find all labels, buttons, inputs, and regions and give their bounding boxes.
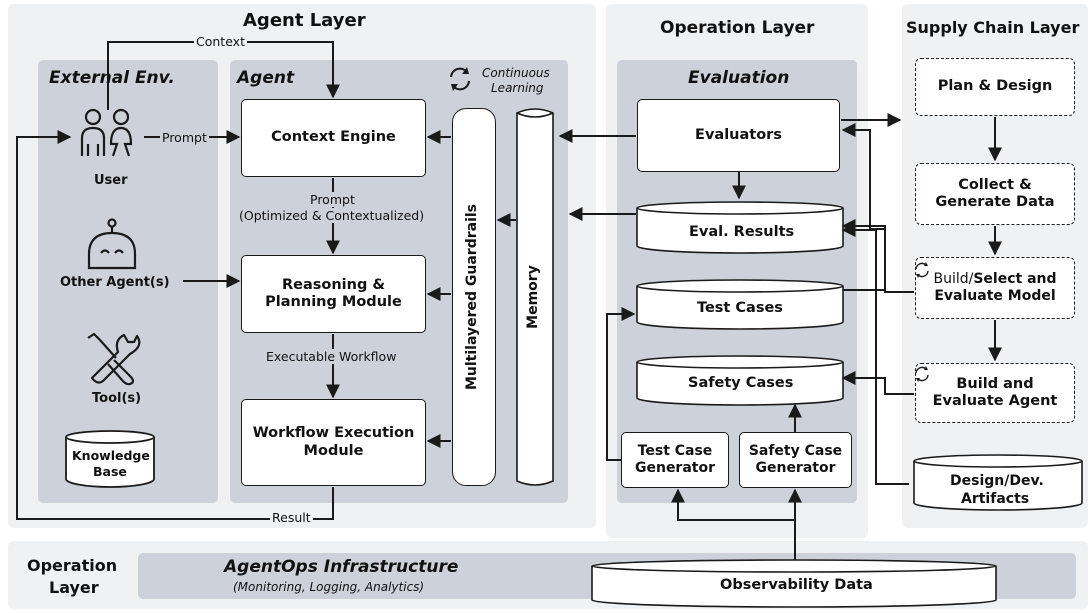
- collect-data-box: Collect & Generate Data: [915, 163, 1075, 225]
- agent-layer-title: Agent Layer: [243, 10, 366, 31]
- test-case-gen-label-1: Test Case: [637, 443, 713, 460]
- evaluators-label: Evaluators: [695, 126, 782, 143]
- operation-layer-bottom-title-1: Operation: [27, 556, 118, 575]
- observability-label: Observability Data: [720, 577, 873, 593]
- safety-cases-label: Safety Cases: [688, 375, 794, 391]
- collect-label-2: Generate Data: [935, 194, 1055, 210]
- cylinders-eval: [636, 201, 844, 406]
- build-select-prefix: Build/: [933, 271, 974, 288]
- build-agent-label-1: Build and: [956, 375, 1034, 392]
- context-engine-label: Context Engine: [271, 129, 396, 146]
- eval-results-label: Eval. Results: [689, 224, 795, 240]
- safety-case-gen-label-2: Generator: [755, 460, 836, 476]
- evaluators-box: Evaluators: [637, 99, 840, 172]
- tools-label: Tool(s): [92, 391, 142, 406]
- build-select-model-box: Build/Select and Evaluate Model: [915, 257, 1075, 319]
- test-case-gen-label-2: Generator: [634, 460, 715, 476]
- user-icon: [80, 108, 133, 157]
- agent-title: Agent: [237, 68, 295, 88]
- plan-design-label: Plan & Design: [937, 78, 1053, 95]
- tools-icon: [87, 332, 141, 386]
- knowledge-base-label-2: Base: [93, 464, 127, 479]
- design-artifacts-label-1: Design/Dev.: [950, 473, 1044, 489]
- supply-chain-layer-title: Supply Chain Layer: [906, 18, 1080, 37]
- result-edge-label: Result: [270, 510, 313, 525]
- refresh-icon-agent: [915, 366, 929, 382]
- infrastructure-subtitle: (Monitoring, Logging, Analytics): [233, 580, 425, 594]
- collect-label-1: Collect &: [958, 176, 1032, 193]
- refresh-icon: [450, 67, 470, 91]
- test-cases-label: Test Cases: [697, 300, 783, 316]
- prompt-optimized-label-1: Prompt: [308, 192, 357, 207]
- robot-icon: [87, 218, 137, 270]
- workflow-execution-box: Workflow Execution Module: [241, 399, 426, 486]
- operation-layer-title: Operation Layer: [660, 18, 815, 38]
- reasoning-label-1: Reasoning &: [281, 276, 386, 293]
- evaluation-title: Evaluation: [688, 68, 790, 88]
- safety-case-generator-box: Safety Case Generator: [739, 432, 852, 488]
- build-select-line1: Build/Select and: [933, 271, 1056, 288]
- plan-design-box: Plan & Design: [915, 58, 1075, 116]
- safety-case-gen-label-1: Safety Case: [748, 443, 843, 460]
- build-select-rest: Select and: [973, 271, 1057, 288]
- memory-cylinder: [516, 108, 554, 486]
- guardrails-box: [452, 108, 496, 486]
- reasoning-planning-box: Reasoning & Planning Module: [241, 255, 426, 333]
- prompt-edge-label: Prompt: [160, 130, 209, 145]
- refresh-icon-model: [915, 262, 929, 278]
- prompt-optimized-label-2: (Optimized & Contextualized): [237, 208, 427, 223]
- design-artifacts-cylinder: [913, 454, 1083, 511]
- build-agent-label-2: Evaluate Agent: [932, 393, 1058, 409]
- external-env-title: External Env.: [49, 68, 175, 88]
- operation-layer-bottom-title-2: Layer: [49, 578, 99, 597]
- infrastructure-title: AgentOps Infrastructure: [224, 557, 459, 577]
- knowledge-base-label-1: Knowledge: [72, 448, 150, 463]
- observability-cylinder: [591, 559, 997, 608]
- build-select-line2: Evaluate Model: [934, 288, 1056, 304]
- workflow-label-1: Workflow Execution: [252, 425, 415, 442]
- context-engine-box: Context Engine: [241, 99, 426, 177]
- context-edge-label: Context: [194, 34, 247, 49]
- memory-label: Memory: [525, 265, 541, 329]
- other-agents-label: Other Agent(s): [60, 275, 170, 290]
- reasoning-label-2: Planning Module: [265, 294, 402, 310]
- build-agent-box: Build and Evaluate Agent: [915, 363, 1075, 423]
- user-label: User: [94, 173, 128, 188]
- continuous-learning-label-1: Continuous: [482, 66, 550, 80]
- continuous-learning-label-2: Learning: [491, 81, 544, 95]
- test-case-generator-box: Test Case Generator: [621, 432, 729, 488]
- design-artifacts-label-2: Artifacts: [961, 491, 1030, 507]
- guardrails-label: Multilayered Guardrails: [464, 203, 480, 391]
- workflow-label-2: Module: [303, 442, 364, 459]
- executable-workflow-label: Executable Workflow: [264, 349, 399, 364]
